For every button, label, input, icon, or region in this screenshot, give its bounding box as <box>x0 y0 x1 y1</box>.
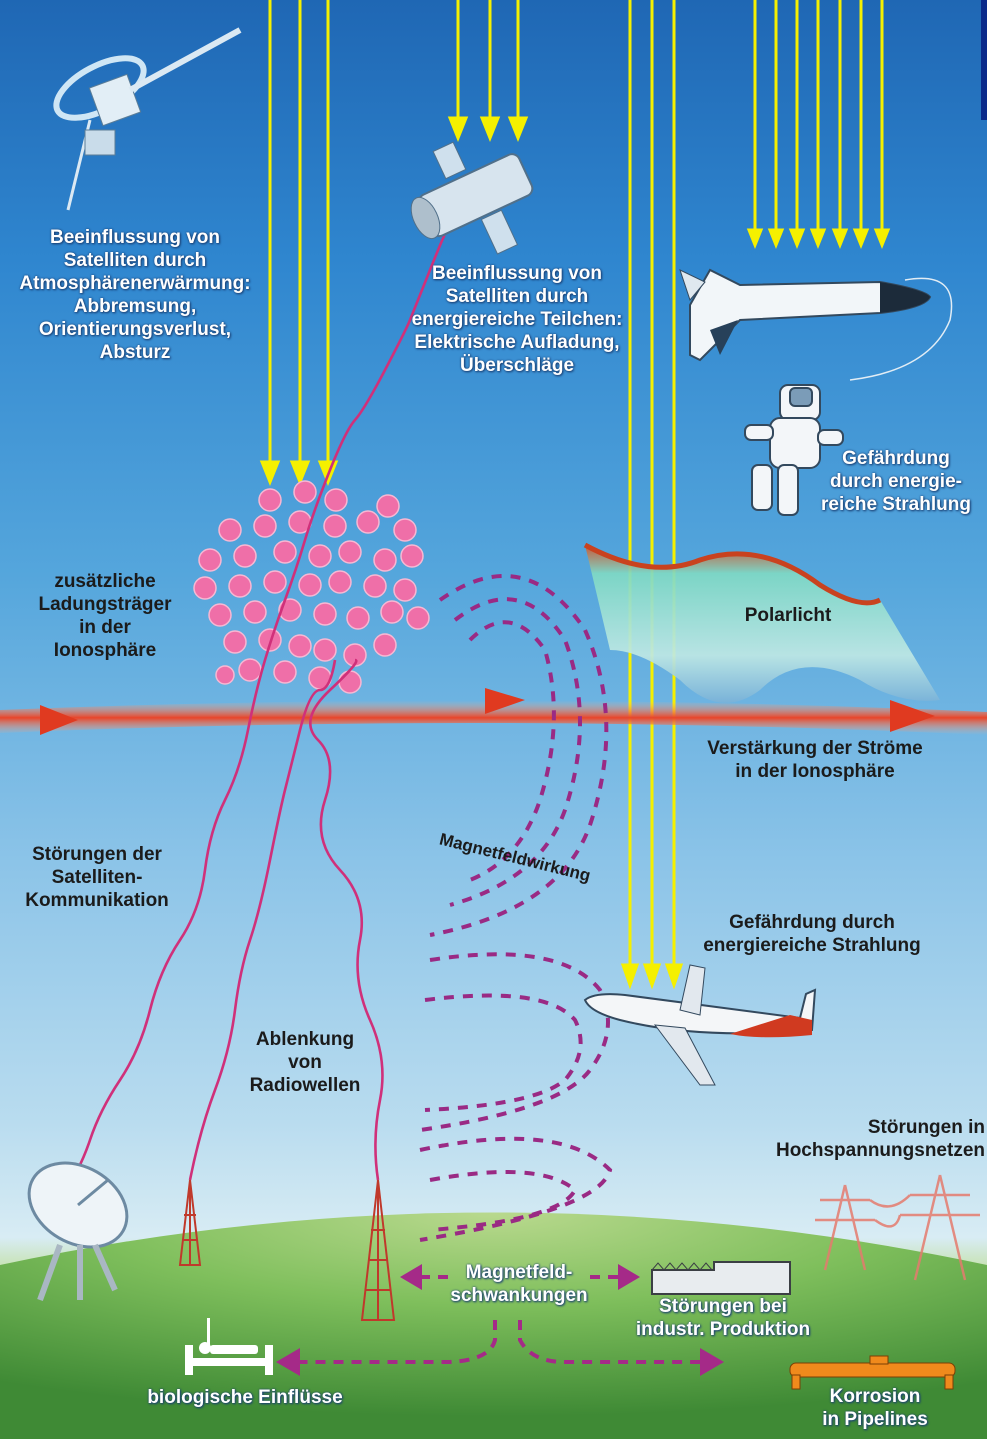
deflected-radio-wave-left <box>190 660 335 1180</box>
window-edge-strip <box>981 0 987 120</box>
label-ionosphere-carriers: zusätzliche Ladungsträger in der Ionosph… <box>20 570 190 662</box>
airplane-icon <box>585 965 815 1085</box>
label-industrial-production: Störungen bei industr. Produktion <box>618 1295 828 1341</box>
label-satellite-drag: Beeinflussung von Satelliten durch Atmos… <box>4 226 266 364</box>
satellite-icon <box>47 30 240 210</box>
deflected-radio-wave-right <box>310 660 382 1180</box>
label-pipeline-corrosion: Korrosion in Pipelines <box>800 1385 950 1431</box>
label-radio-deflection: Ablenkung von Radiowellen <box>225 1028 385 1097</box>
label-astronaut-radiation: Gefährdung durch energie- reiche Strahlu… <box>808 447 984 516</box>
factory-icon <box>652 1262 790 1294</box>
label-current-amplification: Verstärkung der Ströme in der Ionosphäre <box>690 737 940 783</box>
hubble-telescope-icon <box>391 120 552 280</box>
label-magnetic-fluctuations: Magnetfeld- schwankungen <box>436 1261 602 1307</box>
magnetic-field-lines <box>420 576 610 1240</box>
label-biological-effects: biologische Einflüsse <box>118 1386 372 1409</box>
space-shuttle-icon <box>680 270 952 380</box>
label-satellite-communication: Störungen der Satelliten- Kommunikation <box>2 843 192 912</box>
label-aircraft-radiation: Gefährdung durch energiereiche Strahlung <box>682 911 942 957</box>
ion-cloud <box>194 481 429 693</box>
label-satellite-charging: Beeinflussung von Satelliten durch energ… <box>392 262 642 377</box>
label-power-grid: Störungen in Hochspannungsnetzen <box>740 1116 985 1162</box>
ionosphere-current-band <box>0 688 987 735</box>
label-aurora: Polarlicht <box>728 604 848 627</box>
